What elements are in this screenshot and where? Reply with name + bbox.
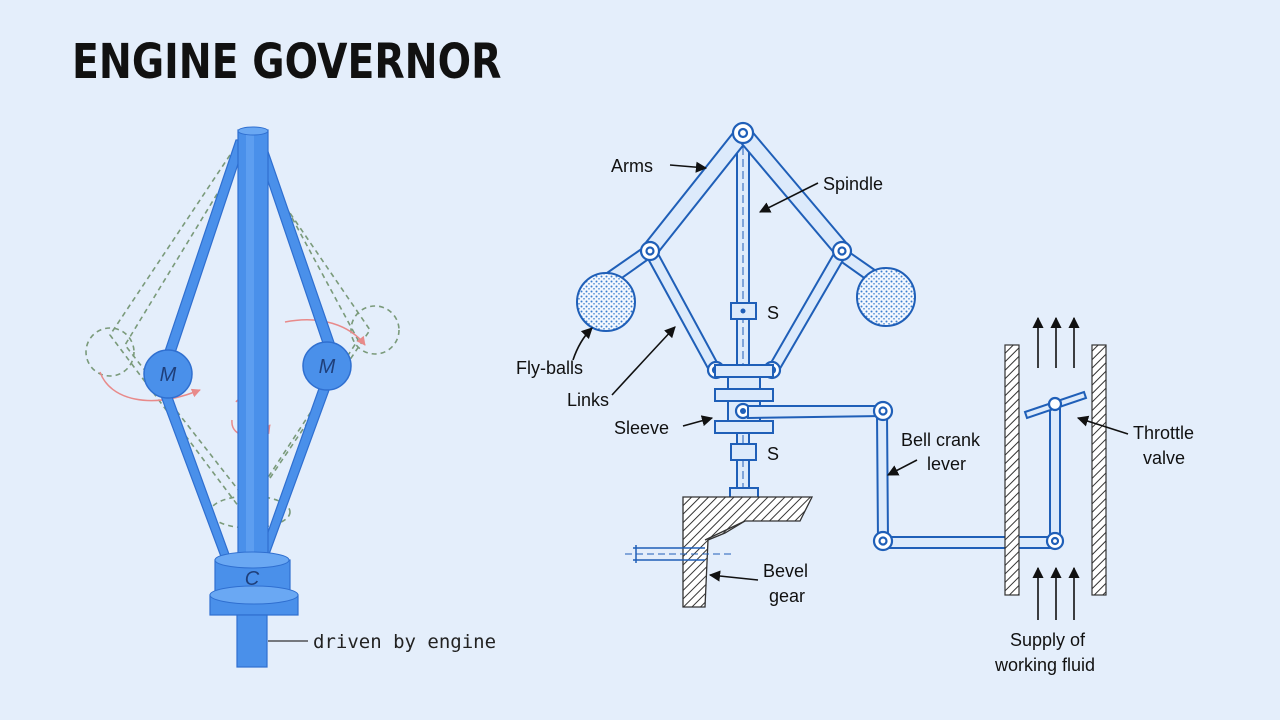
mass-label-right: M xyxy=(319,356,336,378)
label-bell-crank-1: Bell crank xyxy=(901,430,981,450)
stop-lower xyxy=(730,443,757,461)
label-s-lower: S xyxy=(767,444,779,464)
label-sleeve: Sleeve xyxy=(614,418,669,438)
label-supply-2: working fluid xyxy=(994,655,1095,675)
throttle-leader xyxy=(1076,415,1129,435)
bevel-gear xyxy=(625,496,814,608)
fly-balls-leader xyxy=(572,327,593,361)
arms-leader xyxy=(669,161,708,173)
label-throttle-1: Throttle xyxy=(1133,423,1194,443)
label-supply-1: Supply of xyxy=(1010,630,1086,650)
label-s-upper: S xyxy=(767,303,779,323)
right-arms xyxy=(592,126,894,374)
label-bell-crank-2: lever xyxy=(927,454,966,474)
spindle-leader xyxy=(758,182,819,213)
right-governor: Arms Spindle Fly-balls Links Sleeve S S … xyxy=(516,121,1194,675)
bell-crank-leader xyxy=(887,459,918,476)
drive-shaft xyxy=(236,614,268,668)
label-bevel-2: gear xyxy=(769,586,805,606)
page-title: ENGINE GOVERNOR xyxy=(72,34,502,90)
label-fly-balls: Fly-balls xyxy=(516,358,583,378)
driven-label: driven by engine xyxy=(313,631,496,653)
label-links: Links xyxy=(567,390,609,410)
fly-ball-left xyxy=(576,272,636,332)
mass-right xyxy=(302,341,352,391)
links-leader xyxy=(611,326,676,396)
flow-arrows xyxy=(1032,316,1080,620)
label-arms: Arms xyxy=(611,156,653,176)
mass-left xyxy=(143,349,193,399)
label-bevel-1: Bevel xyxy=(763,561,808,581)
sleeve-leader xyxy=(682,415,714,427)
fly-ball-right xyxy=(856,267,916,327)
label-throttle-2: valve xyxy=(1143,448,1185,468)
left-governor: M M C driven by engine xyxy=(85,126,496,668)
label-spindle: Spindle xyxy=(823,174,883,194)
throttle-pipe xyxy=(1004,344,1107,596)
collar-label: C xyxy=(245,568,260,590)
mass-label-left: M xyxy=(160,364,177,386)
bevel-leader xyxy=(708,570,759,582)
sleeve xyxy=(714,364,774,434)
